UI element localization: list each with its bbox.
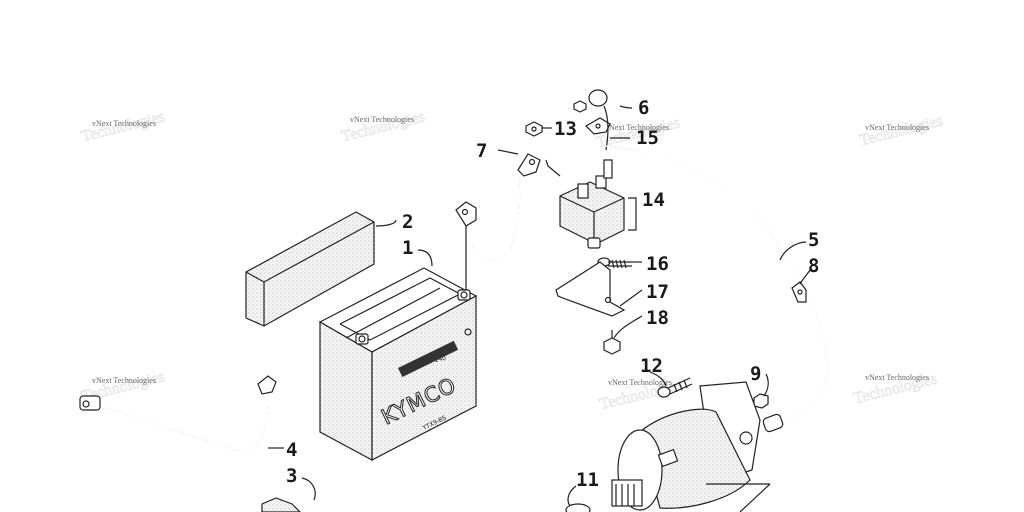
nut-part-18 xyxy=(603,330,621,355)
svg-text:vNext Technologies: vNext Technologies xyxy=(350,115,414,124)
nut-part-9 xyxy=(753,393,769,409)
small-nut xyxy=(573,100,587,113)
callout-16: 16 xyxy=(646,253,669,275)
svg-text:vNext Technologies: vNext Technologies xyxy=(608,378,672,387)
watermark-4: Technologies vNext Technologies xyxy=(858,112,945,150)
callout-14: 14 xyxy=(642,189,665,211)
callout-17: 17 xyxy=(646,281,669,303)
callout-12: 12 xyxy=(640,355,663,377)
watermark-8: Technologies vNext Technologies xyxy=(852,370,939,408)
callout-6: 6 xyxy=(638,97,649,119)
callout-15: 15 xyxy=(636,127,659,149)
callout-4: 4 xyxy=(286,439,297,461)
battery-pad-part xyxy=(245,211,375,327)
battery-part: KY 240 KYMCO YTX9-BS xyxy=(318,267,478,462)
solenoid-part xyxy=(559,159,625,249)
terminal-part-15 xyxy=(585,117,611,135)
starter-cable-part xyxy=(605,145,828,433)
bracket-part-17 xyxy=(555,261,626,317)
svg-text:vNext Technologies: vNext Technologies xyxy=(92,376,156,385)
negative-cable-part xyxy=(79,375,277,451)
small-pad-part xyxy=(261,497,301,512)
bolt-part-12 xyxy=(657,377,693,398)
callout-2: 2 xyxy=(402,211,413,233)
boot-part-6 xyxy=(588,89,609,151)
watermark-1: Technologies vNext Technologies xyxy=(79,108,166,146)
svg-text:Technologies: Technologies xyxy=(340,108,427,145)
callout-9: 9 xyxy=(750,363,761,385)
callout-18: 18 xyxy=(646,307,669,329)
svg-text:vNext Technologies: vNext Technologies xyxy=(605,123,669,132)
callout-1: 1 xyxy=(402,237,413,259)
svg-text:vNext Technologies: vNext Technologies xyxy=(865,373,929,382)
nut-part-13 xyxy=(525,121,543,137)
callout-5: 5 xyxy=(808,229,819,251)
callout-3: 3 xyxy=(286,465,297,487)
leader-lines xyxy=(268,105,811,507)
watermark-2: Technologies vNext Technologies xyxy=(339,108,427,146)
callout-labels: 2 1 3 4 5 6 7 8 9 11 12 13 14 15 16 17 1… xyxy=(286,97,819,491)
callout-13: 13 xyxy=(554,118,577,140)
starter-motor-part xyxy=(611,381,771,512)
callout-8: 8 xyxy=(808,255,819,277)
watermark-7: Technologies vNext Technologies xyxy=(598,376,685,414)
clip-part-8 xyxy=(791,281,807,303)
callout-7: 7 xyxy=(476,140,487,162)
callout-11: 11 xyxy=(576,469,599,491)
positive-cable-part xyxy=(455,153,541,290)
o-ring-part-11 xyxy=(565,503,591,512)
svg-text:vNext Technologies: vNext Technologies xyxy=(865,123,929,132)
svg-text:vNext Technologies: vNext Technologies xyxy=(92,119,156,128)
